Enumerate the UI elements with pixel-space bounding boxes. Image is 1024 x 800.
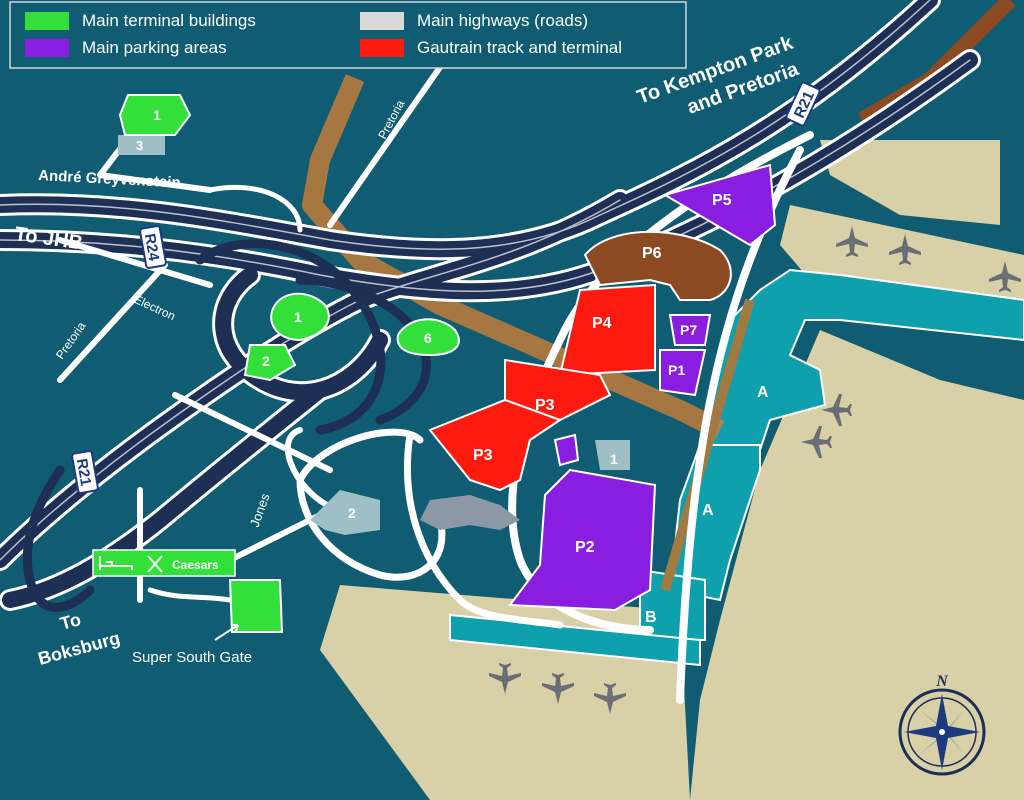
parking-areas <box>508 163 777 612</box>
legend-swatch-highways <box>360 12 404 30</box>
legend: Main terminal buildings Main parking are… <box>9 1 687 69</box>
parking-p2-label: P2 <box>575 539 595 556</box>
legend-label-gautrain: Gautrain track and terminal <box>417 38 622 57</box>
parking-p6-label: P6 <box>642 245 662 262</box>
cutlery-icon <box>147 555 163 573</box>
parking-labels: P5 P6 P4 P7 P1 P3 P3 P2 <box>473 192 732 556</box>
pier-a-label-2: A <box>702 502 714 519</box>
building-1-grey-label: 1 <box>610 451 618 467</box>
terminal-buildings <box>118 94 460 633</box>
parking-p3b-label: P3 <box>473 447 493 464</box>
gautrain-areas <box>428 283 656 492</box>
bed-icon <box>99 556 133 570</box>
legend-box <box>9 1 687 69</box>
grey-buildings <box>118 135 630 535</box>
parking-p3a-label: P3 <box>535 397 555 414</box>
legend-swatch-gautrain <box>360 39 404 57</box>
building-1-top-label: 1 <box>153 107 161 123</box>
building-2-mid-label: 2 <box>262 353 270 369</box>
legend-label-highways: Main highways (roads) <box>417 11 588 30</box>
legend-swatch-parking <box>25 39 69 57</box>
airplane-icon <box>594 683 626 714</box>
airplane-icon <box>989 261 1021 292</box>
airplane-icon <box>821 394 852 426</box>
pier-b-label: B <box>645 609 657 626</box>
gautrain-track <box>302 74 725 439</box>
building-2-grey-label: 2 <box>348 505 356 521</box>
airplane-icon <box>542 673 574 704</box>
airplane-icon <box>801 426 832 458</box>
parking-p7-label: P7 <box>680 322 697 338</box>
legend-swatch-terminal <box>25 12 69 30</box>
compass-north-label: N <box>935 673 949 690</box>
legend-item-terminal: Main terminal buildings <box>25 11 256 30</box>
airplane-icon <box>489 663 521 694</box>
parking-p4-label: P4 <box>592 315 612 332</box>
r21-shield-left: R21 <box>71 450 99 494</box>
gautrain-station-structure <box>420 495 520 530</box>
legend-item-gautrain: Gautrain track and terminal <box>360 38 622 57</box>
r21-left-label: R21 <box>73 457 95 487</box>
r24-shield: R24 <box>139 225 167 269</box>
parking-p5-label: P5 <box>712 192 732 209</box>
legend-item-parking: Main parking areas <box>25 38 227 57</box>
road-shields: R21 R24 R21 <box>71 81 821 494</box>
pier-labels: A A B <box>645 384 769 626</box>
r24-label: R24 <box>141 232 163 263</box>
gautrain-brown-strip <box>660 298 755 592</box>
legend-label-terminal: Main terminal buildings <box>82 11 256 30</box>
building-3-top-label: 3 <box>136 138 143 153</box>
pier-a-label-1: A <box>757 384 769 401</box>
caesars-icons <box>99 555 163 573</box>
parking-p1-label: P1 <box>668 362 685 378</box>
building-6-mid-label: 6 <box>424 330 432 346</box>
building-labels: 1 3 1 2 6 2 1 <box>136 107 618 521</box>
arrow-icon <box>214 624 239 641</box>
airplane-icon <box>889 234 921 265</box>
legend-item-highways: Main highways (roads) <box>360 11 588 30</box>
airplane-icon <box>836 226 868 257</box>
legend-label-parking: Main parking areas <box>82 38 227 57</box>
caesars-label: Caesars <box>172 558 219 572</box>
compass-rose: N <box>898 673 986 776</box>
caesars-sign <box>92 549 236 577</box>
road-label-super-south-gate: Super South Gate <box>132 649 252 666</box>
aircraft-icons <box>489 226 1021 714</box>
building-1-mid-label: 1 <box>294 309 302 325</box>
